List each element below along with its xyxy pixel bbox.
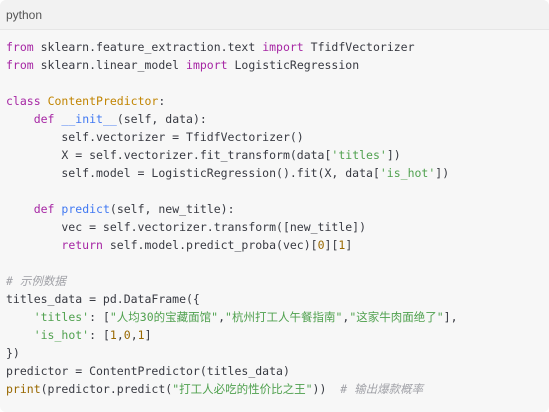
code-token: , xyxy=(116,328,124,342)
code-body[interactable]: from sklearn.feature_extraction.text imp… xyxy=(0,30,549,398)
code-token: ]) xyxy=(435,166,450,180)
code-line xyxy=(6,74,549,92)
code-line: titles_data = pd.DataFrame({ xyxy=(6,290,549,308)
code-token: 'titles' xyxy=(331,148,387,162)
code-token: ] xyxy=(345,238,353,252)
code-token: "这家牛肉面绝了" xyxy=(349,310,444,324)
code-line: def __init__(self, data): xyxy=(6,110,549,128)
code-token: def xyxy=(33,112,55,126)
code-token: def xyxy=(33,202,55,216)
code-token: ], xyxy=(443,310,458,324)
code-line: self.vectorizer = TfidfVectorizer() xyxy=(6,128,549,146)
code-token: from xyxy=(6,40,34,54)
code-token: LogisticRegression xyxy=(227,58,360,72)
code-token: # 示例数据 xyxy=(6,274,66,288)
code-line: class ContentPredictor: xyxy=(6,92,549,110)
code-token: predictor = ContentPredictor(titles_data… xyxy=(6,364,290,378)
code-token: TfidfVectorizer xyxy=(303,40,415,54)
code-token: 'titles' xyxy=(33,310,90,324)
code-token: "人均30的宝藏面馆" xyxy=(109,310,219,324)
code-line: def predict(self, new_title): xyxy=(6,200,549,218)
code-token: (predictor.predict( xyxy=(40,382,173,396)
code-token: : xyxy=(158,94,166,108)
code-line: vec = self.vectorizer.transform([new_tit… xyxy=(6,218,549,236)
code-token: "打工人必吃的性价比之王" xyxy=(172,382,313,396)
code-token xyxy=(41,94,48,108)
code-token: self.model.predict_proba(vec)[ xyxy=(102,238,318,252)
code-line: from sklearn.feature_extraction.text imp… xyxy=(6,38,549,56)
code-token: 1 xyxy=(109,328,117,342)
code-token: sklearn.linear_model xyxy=(33,58,187,72)
code-token: import xyxy=(186,58,228,72)
code-token: , xyxy=(130,328,138,342)
code-token: 1 xyxy=(338,238,346,252)
code-token: 'is_hot' xyxy=(379,166,436,180)
code-token: )) xyxy=(312,382,341,396)
code-line: X = self.vectorizer.fit_transform(data['… xyxy=(6,146,549,164)
code-token: 'is_hot' xyxy=(33,328,90,342)
code-line: 'titles': ["人均30的宝藏面馆","杭州打工人午餐指南","这家牛肉… xyxy=(6,308,549,326)
code-token: 0 xyxy=(123,328,131,342)
code-token: }) xyxy=(6,346,20,360)
code-line: from sklearn.linear_model import Logisti… xyxy=(6,56,549,74)
code-language-label: python xyxy=(0,0,549,30)
code-line: 'is_hot': [1,0,1] xyxy=(6,326,549,344)
code-token: return xyxy=(61,238,103,252)
code-token: from xyxy=(6,58,34,72)
code-token: 1 xyxy=(137,328,145,342)
code-token xyxy=(6,328,34,342)
code-token xyxy=(6,238,61,252)
code-token: self.model = LogisticRegression().fit(X,… xyxy=(6,166,380,180)
code-token: vec = self.vectorizer.transform([new_tit… xyxy=(6,220,367,234)
code-token: __init__ xyxy=(61,112,117,126)
code-token: (self, data): xyxy=(116,112,207,126)
code-token: , xyxy=(342,310,350,324)
code-token: ContentPredictor xyxy=(47,94,159,108)
code-token: 0 xyxy=(317,238,325,252)
code-token: , xyxy=(218,310,226,324)
code-line: print(predictor.predict("打工人必吃的性价比之王")) … xyxy=(6,380,549,398)
code-token: self.vectorizer = TfidfVectorizer() xyxy=(6,130,304,144)
code-token: ]) xyxy=(386,148,401,162)
code-token: import xyxy=(262,40,304,54)
code-line: }) xyxy=(6,344,549,362)
code-line xyxy=(6,254,549,272)
code-token: class xyxy=(6,94,41,108)
code-line: self.model = LogisticRegression().fit(X,… xyxy=(6,164,549,182)
code-line: predictor = ContentPredictor(titles_data… xyxy=(6,362,549,380)
code-token: "杭州打工人午餐指南" xyxy=(225,310,343,324)
code-token: titles_data = pd.DataFrame({ xyxy=(6,292,200,306)
code-token xyxy=(6,310,34,324)
code-line xyxy=(6,182,549,200)
code-line: # 示例数据 xyxy=(6,272,549,290)
code-token xyxy=(6,112,34,126)
code-token: sklearn.feature_extraction.text xyxy=(33,40,263,54)
code-token: X = self.vectorizer.fit_transform(data[ xyxy=(6,148,332,162)
code-token: print xyxy=(6,382,41,396)
code-token: # 输出爆款概率 xyxy=(340,382,424,396)
code-token: predict xyxy=(61,202,110,216)
code-token xyxy=(6,202,34,216)
code-token: (self, new_title): xyxy=(109,202,235,216)
code-token: ][ xyxy=(324,238,339,252)
code-token: : [ xyxy=(89,328,110,342)
code-token: ] xyxy=(144,328,152,342)
code-line: return self.model.predict_proba(vec)[0][… xyxy=(6,236,549,254)
code-token: : [ xyxy=(89,310,110,324)
